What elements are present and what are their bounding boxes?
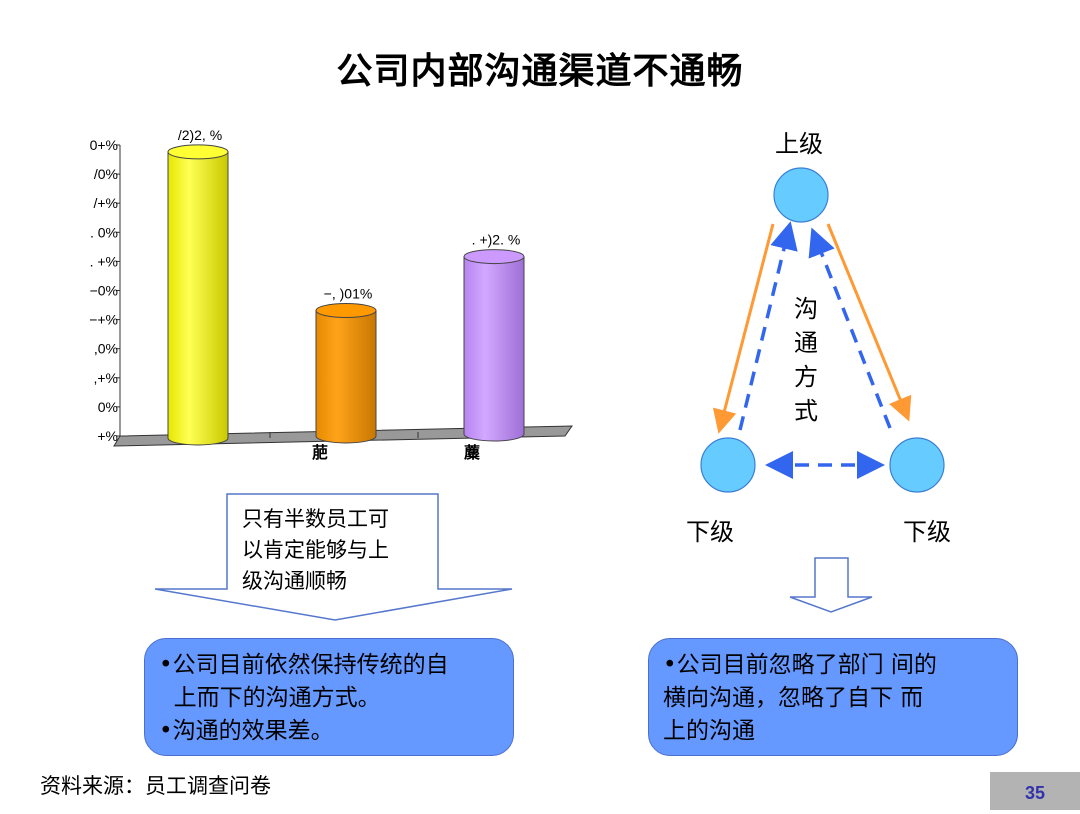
y-tick-label: +% xyxy=(97,428,118,444)
node-subordinate-left xyxy=(700,437,756,493)
bar: /2)2, % xyxy=(167,127,229,446)
label-superior: 上级 xyxy=(775,130,823,158)
bar: . +)2. % xyxy=(463,232,525,442)
node-subordinate-right xyxy=(889,437,945,493)
bar-body xyxy=(315,310,377,444)
bar-top xyxy=(315,303,377,319)
bar: −, )01% xyxy=(315,286,377,444)
summary-line: 上而下的沟通方式。 xyxy=(159,685,381,711)
y-tick-label: /+% xyxy=(93,195,118,211)
bar-data-label: −, )01% xyxy=(324,286,373,302)
upward-dashed-arrow-left xyxy=(738,221,798,431)
summary-line: 上的沟通 xyxy=(663,718,755,744)
center-char: 沟 xyxy=(794,295,818,323)
node-superior xyxy=(773,167,829,223)
center-char: 通 xyxy=(794,329,818,357)
callout-text: 只有半数员工可 以肯定能够与上 级沟通顺畅 xyxy=(242,504,389,597)
left-summary-box: •公司目前依然保持传统的自 上而下的沟通方式。 •沟通的效果差。 xyxy=(144,638,514,756)
callout-line: 只有半数员工可 xyxy=(242,507,389,531)
bar-data-label: /2)2, % xyxy=(178,127,222,143)
bar-body xyxy=(463,256,525,442)
small-down-arrow xyxy=(789,557,873,613)
communication-diagram xyxy=(700,167,945,493)
center-char: 式 xyxy=(794,397,818,425)
bar-data-label: . +)2. % xyxy=(472,232,521,248)
callout-line: 级沟通顺畅 xyxy=(242,569,347,593)
downward-arrow-left xyxy=(712,223,775,434)
center-char: 方 xyxy=(794,363,818,391)
x-tick-label: 蘪 xyxy=(464,443,481,462)
bar-top xyxy=(167,144,229,160)
page-number: 35 xyxy=(990,772,1080,810)
callout-arrow xyxy=(154,493,513,621)
y-tick-label: /0% xyxy=(94,166,118,182)
y-tick-label: . 0% xyxy=(90,224,118,240)
label-subordinate-left: 下级 xyxy=(686,518,734,546)
y-tick-label: ,+% xyxy=(93,370,118,386)
y-tick-label: 0% xyxy=(98,399,118,415)
callout-line: 以肯定能够与上 xyxy=(242,538,389,562)
slide-title: 公司内部沟通渠道不通畅 xyxy=(336,51,744,92)
label-subordinate-right: 下级 xyxy=(903,518,951,546)
diagram-center-text: 沟 通 方 式 xyxy=(791,292,821,428)
summary-line: •公司目前依然保持传统的自 xyxy=(159,652,449,678)
y-tick-label: 0+% xyxy=(90,137,118,153)
bar-top xyxy=(463,249,525,265)
downward-arrow-right xyxy=(826,223,912,422)
x-tick-label: 萉 xyxy=(312,443,328,462)
right-summary-box: •公司目前忽略了部门 间的 横向沟通，忽略了自下 而 上的沟通 xyxy=(648,638,1018,756)
y-tick-label: −0% xyxy=(90,283,118,299)
y-tick-label: −+% xyxy=(89,312,118,328)
summary-line: •沟通的效果差。 xyxy=(159,718,334,744)
source-note: 资料来源：员工调查问卷 xyxy=(40,774,271,798)
bar-body xyxy=(167,151,229,446)
bar-chart: +% 0% ,+% ,0% −+% −0% . +% . 0% /+% /0% 0+% /2)2, … xyxy=(89,127,573,462)
y-tick-label: ,0% xyxy=(94,341,118,357)
summary-line: •公司目前忽略了部门 间的 xyxy=(663,652,937,678)
summary-line: 横向沟通，忽略了自下 而 xyxy=(663,685,924,711)
upward-dashed-arrow-right xyxy=(808,227,892,429)
y-tick-label: . +% xyxy=(90,253,118,269)
